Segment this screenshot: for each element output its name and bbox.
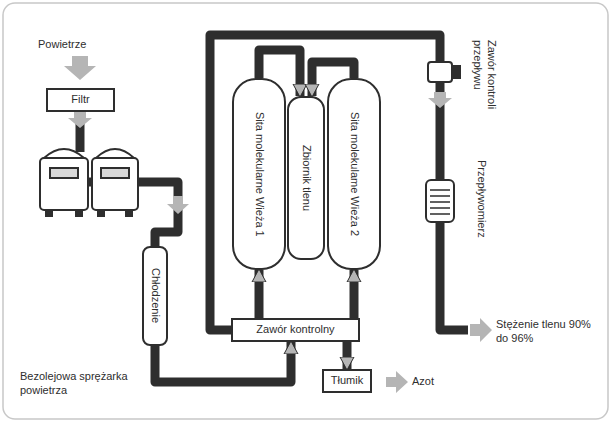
node-text: Filtr: [71, 93, 89, 106]
sieve-tower: Sita molekularne Wieża 1: [232, 78, 286, 270]
pipe-connector: [155, 342, 291, 382]
filter-box: Filtr: [46, 88, 115, 112]
pipe-connector: [343, 342, 352, 369]
node-text: Zawór kontrolny: [256, 323, 334, 336]
output-label: Stężenie tlenu 90% do 96%: [496, 318, 596, 346]
flowmeter-label: Przepływomierz: [474, 160, 488, 270]
node-text: Sita molekularne Wieża 1: [252, 112, 265, 237]
node-text: Chłodzenie: [148, 268, 161, 323]
input-label: Powietrze: [38, 38, 86, 52]
muffler-box: Tłumik: [322, 369, 372, 393]
oxygen-tank: Zbiornik tlenu: [287, 96, 325, 260]
control-valve-box: Zawór kontrolny: [231, 318, 360, 342]
valve-label: Zawór kontroli przepływu: [470, 40, 498, 130]
node-text: Sita molekulame Wieża 2: [347, 112, 360, 236]
pipes: [80, 35, 468, 330]
sieve-tower: Sita molekulame Wieża 2: [327, 78, 381, 270]
pipe-connector: [255, 270, 264, 318]
node-text: Zbiornik tlenu: [299, 145, 312, 211]
exhaust-label: Azot: [412, 375, 434, 389]
cooler-box: Chłodzenie: [142, 246, 168, 346]
node-text: Tłumik: [331, 374, 363, 387]
pipe-connector: [350, 270, 359, 318]
frame: [3, 3, 608, 419]
flow-arrows: [64, 56, 492, 393]
compressor-label: Bezolejowa sprężarka powietrza: [20, 370, 132, 398]
flow-valve: [428, 62, 460, 82]
compressor: [40, 149, 138, 216]
flowmeter: [426, 180, 454, 222]
